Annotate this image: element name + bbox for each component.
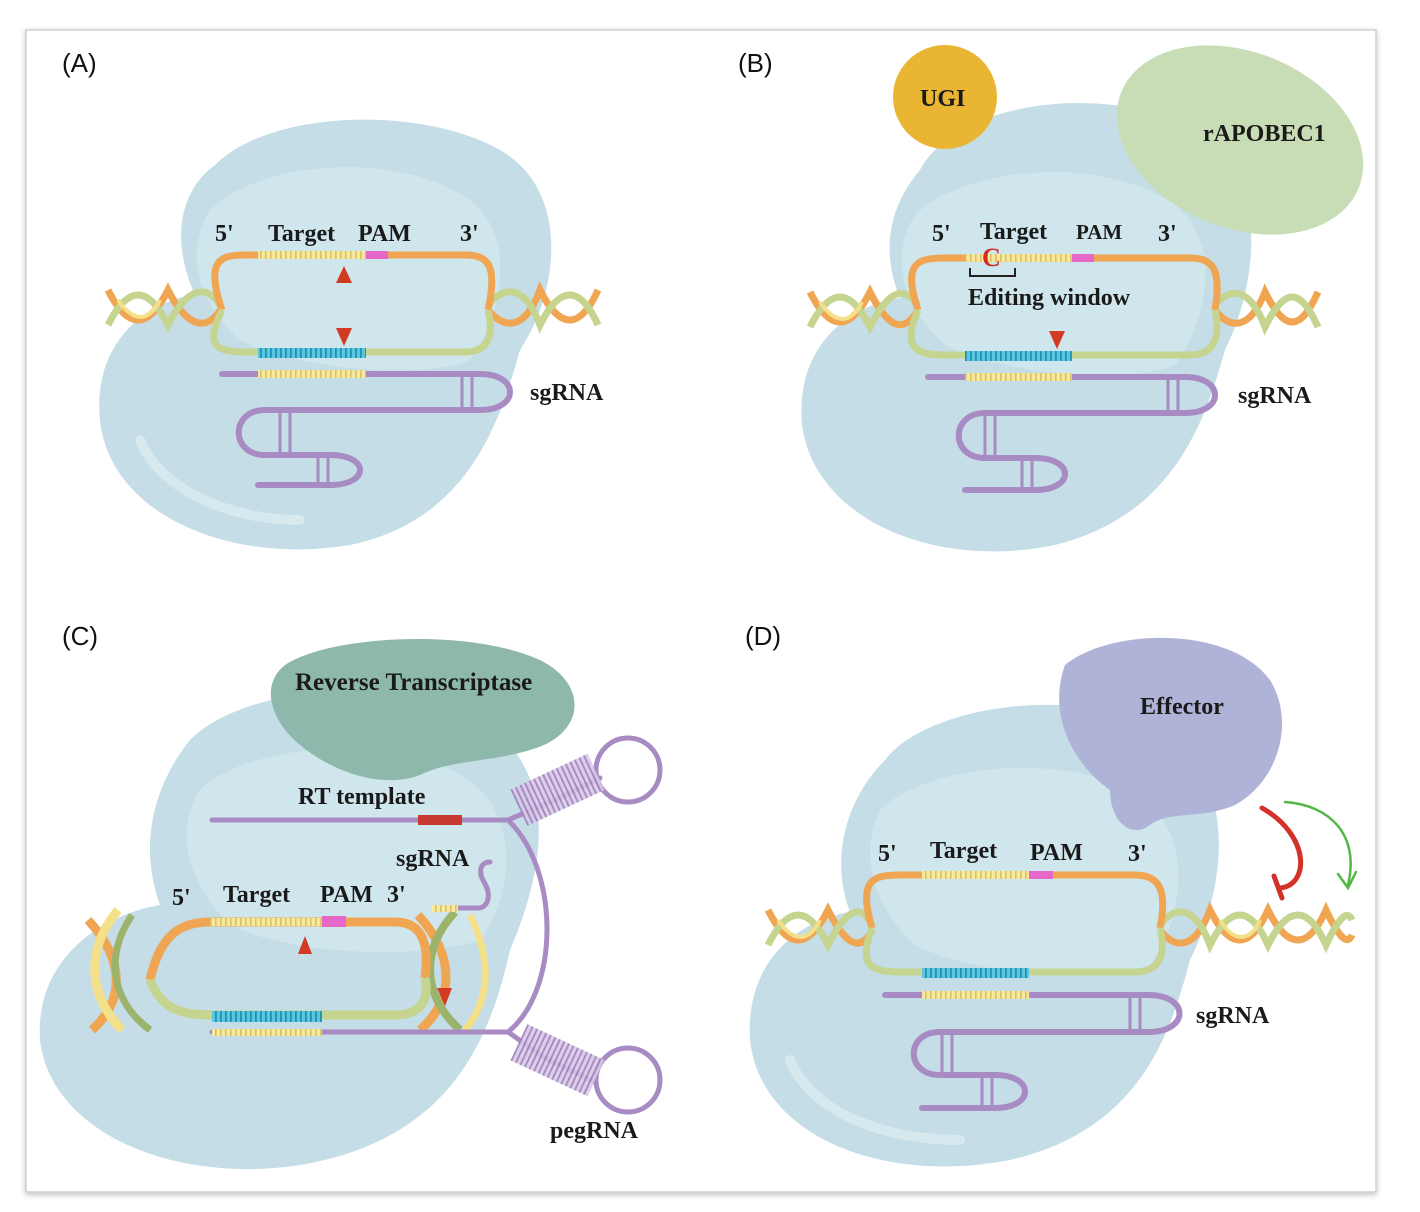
target-label: Target <box>268 221 335 247</box>
dna-helix-right <box>485 281 602 334</box>
sgrna-structure <box>925 374 1218 493</box>
editing-window-bracket <box>969 268 1016 277</box>
nick-arrow-top <box>298 936 312 954</box>
rt-template-region <box>418 815 462 825</box>
panel-a-letter: (A) <box>62 48 97 78</box>
dna-helix-right <box>1212 283 1322 336</box>
primer-binding-site <box>432 905 458 912</box>
target-site <box>210 918 322 926</box>
three-prime-label: 3' <box>460 221 479 247</box>
activation-arrow <box>1283 800 1358 891</box>
pegrna-spacer <box>212 1029 322 1036</box>
pam-site <box>366 251 388 259</box>
guide-paired-region <box>258 348 366 358</box>
panel-b: (B) <box>738 45 1364 552</box>
target-site <box>965 254 1072 262</box>
panel-b-letter: (B) <box>738 48 773 78</box>
repression-arrow <box>1259 805 1304 901</box>
sgrna-label: sgRNA <box>396 846 470 872</box>
pegrna-hairpin-top <box>510 753 605 826</box>
sgrna-structure <box>882 992 1183 1111</box>
dna-helix-left <box>84 907 153 1034</box>
dna-helix-left <box>806 284 922 335</box>
cas9-nickase-protein <box>801 102 1252 552</box>
pegrna-label: pegRNA <box>550 1118 639 1144</box>
panel-c: (C) <box>39 621 663 1170</box>
five-prime-label: 5' <box>878 841 897 867</box>
sgrna-spacer <box>965 373 1072 381</box>
sgrna-label: sgRNA <box>1196 1003 1270 1029</box>
pam-label: PAM <box>320 882 373 908</box>
sgrna-label: sgRNA <box>1238 383 1312 409</box>
target-site <box>258 251 366 259</box>
nick-arrow-bottom <box>437 988 452 1006</box>
pam-label: PAM <box>358 221 411 247</box>
ugi-domain <box>893 45 997 149</box>
sgrna-spacer <box>258 370 366 378</box>
effector-domain <box>1059 637 1283 831</box>
target-strand <box>908 254 1221 312</box>
dna-helix-left <box>104 282 223 333</box>
pam-site <box>1072 254 1094 262</box>
reverse-transcriptase-domain <box>270 639 575 781</box>
cut-arrow-bottom <box>336 328 352 346</box>
cas9-nickase-protein <box>39 690 539 1170</box>
panel-a: (A) 5' <box>62 48 604 550</box>
sgrna-spacer <box>922 991 1029 999</box>
pam-label: PAM <box>1030 840 1083 866</box>
three-prime-label: 3' <box>387 882 406 908</box>
complement-strand <box>210 308 494 356</box>
pam-site <box>1029 871 1053 879</box>
sgrna-label: sgRNA <box>530 380 604 406</box>
pam-site <box>322 916 346 927</box>
ugi-label: UGI <box>920 86 965 112</box>
five-prime-label: 5' <box>215 221 234 247</box>
target-label: Target <box>223 882 290 908</box>
three-prime-label: 3' <box>1158 221 1177 247</box>
rapobec1-label: rAPOBEC1 <box>1203 121 1326 147</box>
nick-arrow <box>1049 331 1065 349</box>
three-prime-label: 3' <box>1128 841 1147 867</box>
dna-helix-left <box>764 902 876 953</box>
target-strand <box>863 871 1167 929</box>
sgrna-structure <box>219 371 513 488</box>
effector-label: Effector <box>1140 694 1224 720</box>
target-label: Target <box>980 219 1047 245</box>
five-prime-label: 5' <box>172 885 191 911</box>
target-site <box>922 871 1029 879</box>
rapobec1-domain <box>1116 45 1364 235</box>
dna-helix-right <box>1157 901 1356 954</box>
five-prime-label: 5' <box>932 221 951 247</box>
dna-helix-right <box>414 909 489 1034</box>
complement-strand <box>907 308 1221 359</box>
guide-paired-region <box>965 351 1072 361</box>
cytosine-base-label: C <box>982 243 1001 272</box>
panel-d-letter: (D) <box>745 621 781 651</box>
reverse-transcriptase-label: Reverse Transcriptase <box>295 669 532 696</box>
guide-paired-region <box>922 968 1029 978</box>
target-label: Target <box>930 838 997 864</box>
cut-arrow-top <box>336 266 352 283</box>
complement-strand <box>862 926 1166 976</box>
rt-template-label: RT template <box>298 784 426 810</box>
pam-label: PAM <box>1076 220 1122 244</box>
cas9-protein <box>99 119 552 550</box>
pegrna-hairpin-bottom <box>510 1024 605 1097</box>
panel-d: (D) <box>745 621 1358 1167</box>
editing-window-label: Editing window <box>968 285 1131 311</box>
guide-paired-region <box>212 1011 322 1022</box>
panel-c-letter: (C) <box>62 621 98 651</box>
